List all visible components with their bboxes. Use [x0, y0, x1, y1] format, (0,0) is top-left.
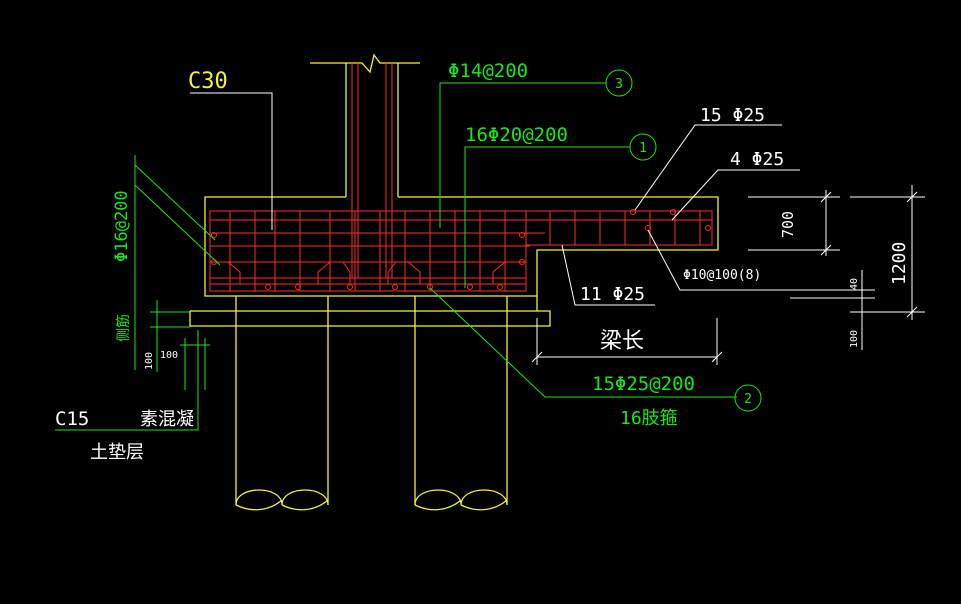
- dim-small-offset: 40: [849, 278, 860, 290]
- leg-stirrup-label: 16肢箍: [620, 408, 678, 429]
- beam-bottom-bars-label: 11 Φ25: [580, 284, 645, 305]
- rebar-cage: [209, 63, 713, 292]
- annotation-lines: [190, 92, 925, 365]
- stirrup-label: Φ10@100(8): [683, 268, 761, 283]
- plain-concrete-label: 素混凝: [140, 409, 194, 430]
- callouts: 3 1 2: [605, 69, 762, 412]
- concrete-grade-label: C30: [188, 69, 228, 94]
- callout-1: 1: [629, 133, 657, 161]
- callout-3: 3: [605, 69, 633, 97]
- dim-total-depth: 1200: [889, 242, 910, 285]
- soil-cushion-label: 土垫层: [90, 442, 144, 463]
- side-rebar-label: Φ16@200: [112, 190, 132, 262]
- top-rebar-label: Φ14@200: [448, 60, 528, 82]
- cushion-grade-label: C15: [55, 408, 89, 430]
- bottom-rebar-label: 15Φ25@200: [592, 373, 695, 395]
- dim-bottom-offset: 100: [849, 330, 860, 348]
- text-annotations: C30 Φ14@200 16Φ20@200 15Φ25@200 16肢箍 Φ16…: [55, 60, 910, 463]
- beam-top-bars-label: 15 Φ25: [700, 105, 765, 126]
- beam-mid-bars-label: 4 Φ25: [730, 149, 784, 170]
- concrete-outline: [189, 53, 719, 511]
- main-rebar-label: 16Φ20@200: [465, 124, 568, 146]
- callout-2: 2: [734, 384, 762, 412]
- callout-3-text: 3: [615, 77, 623, 92]
- side-note-label: 侧筋: [115, 314, 132, 342]
- dim-left-offset-a: 100: [144, 352, 155, 370]
- dim-left-offset-b: 100: [160, 350, 178, 361]
- callout-2-text: 2: [744, 392, 752, 407]
- dim-beam-depth: 700: [779, 211, 797, 238]
- leader-lines: [55, 82, 737, 431]
- callout-1-text: 1: [639, 141, 647, 156]
- beam-length-label: 梁长: [600, 329, 644, 354]
